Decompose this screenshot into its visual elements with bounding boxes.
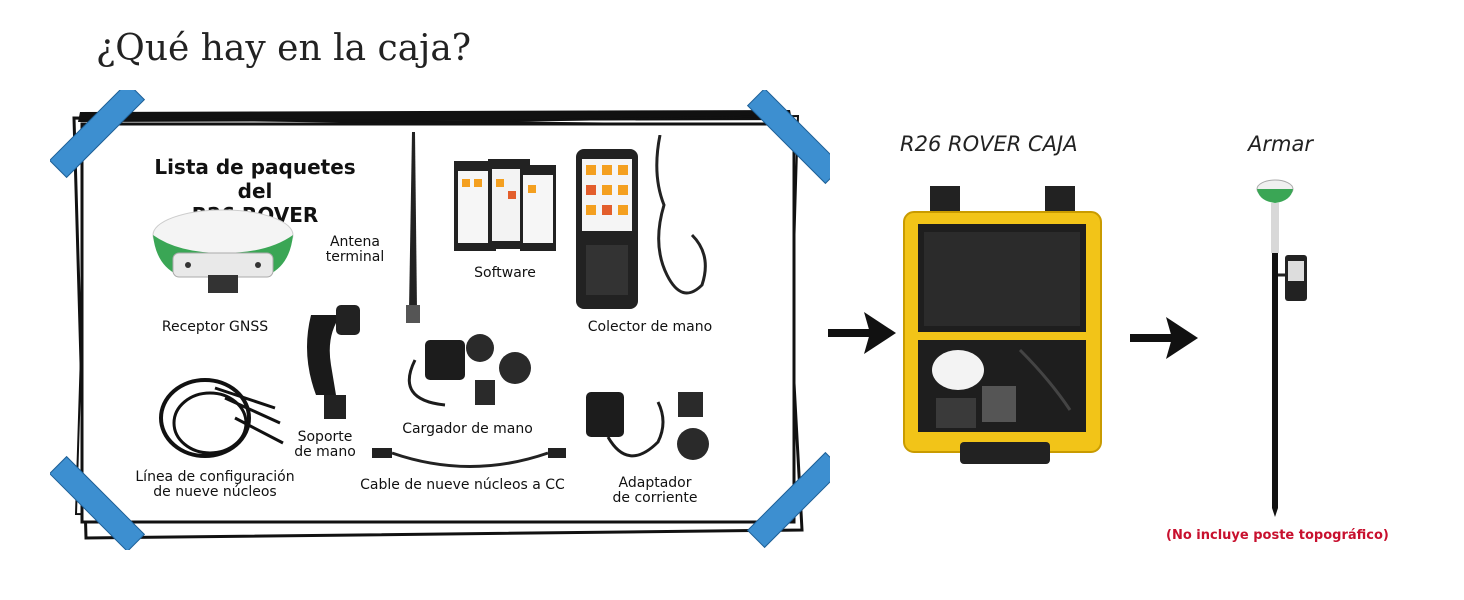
gnss-receiver-image [152, 209, 294, 293]
arrow-right-icon-2 [1130, 317, 1198, 359]
collector-label: Colector de mano [587, 319, 713, 335]
software-label: Software [474, 265, 536, 281]
no-pole-note: (No incluye poste topográfico) [1166, 528, 1389, 543]
antenna-label: Antena terminal [325, 234, 385, 265]
dc-cable-image [372, 448, 566, 468]
assembly-heading: Armar [1248, 132, 1313, 156]
rover-case-image [903, 186, 1102, 464]
config-cable-image [159, 378, 284, 458]
software-screens-image [454, 159, 556, 251]
arrow-right-icon [828, 312, 896, 354]
charger-image [407, 334, 531, 407]
receiver-label: Receptor GNSS [161, 319, 269, 335]
config-cable-label: Línea de configuración de nueve núcleos [135, 469, 295, 500]
charger-label: Cargador de mano [402, 421, 533, 437]
assembled-rover-image [1256, 179, 1307, 517]
power-adapter-image [586, 392, 709, 460]
antenna-image [406, 132, 420, 323]
case-heading: R26 ROVER CAJA [900, 132, 1078, 156]
dc-cable-label: Cable de nueve núcleos a CC [360, 477, 565, 493]
collector-image [576, 135, 707, 309]
page-title: ¿Qué hay en la caja? [96, 28, 472, 69]
adapter-label: Adaptador de corriente [612, 475, 698, 506]
bracket-image [307, 305, 360, 419]
bracket-label: Soporte de mano [294, 429, 356, 460]
